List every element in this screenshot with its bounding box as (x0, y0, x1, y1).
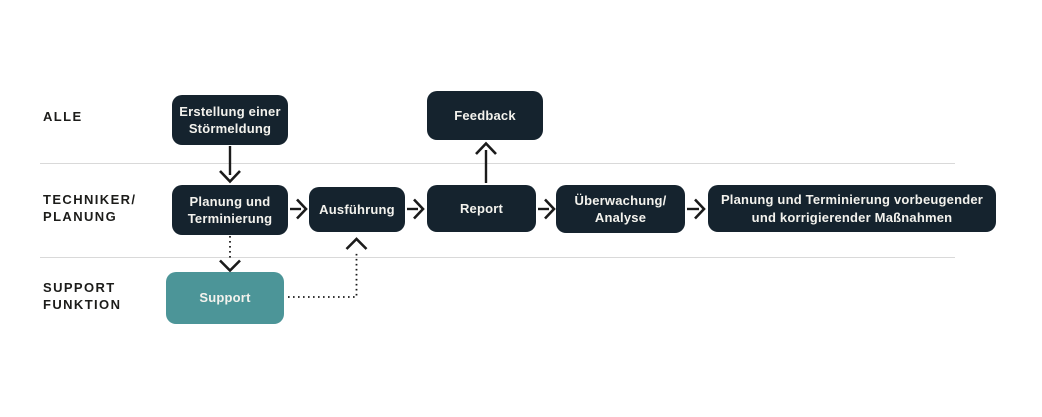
node-feedback: Feedback (427, 91, 543, 140)
node-report: Report (427, 185, 536, 232)
node-ausfuehrung: Ausführung (309, 187, 405, 232)
node-label: Planung und Terminierung (187, 193, 273, 226)
lane-label-line: ALLE (43, 109, 83, 124)
lane-label-line: TECHNIKER/ (43, 192, 137, 207)
lane-label-line: PLANUNG (43, 208, 118, 224)
lane-label-line: FUNKTION (43, 296, 122, 312)
node-erstellung-stoermeldung: Erstellung einer Störmeldung (172, 95, 288, 145)
node-label: Report (459, 200, 504, 216)
lane-divider-top (40, 163, 955, 164)
lane-label-line: SUPPORT (43, 280, 116, 295)
node-label: Ausführung (319, 201, 395, 217)
node-label: Erstellung einer Störmeldung (179, 103, 281, 136)
node-label: Überwachung/ Analyse (574, 192, 667, 225)
arrow-ueberwachung-to-massnahmen (687, 198, 706, 220)
node-label: Planung und Terminierung vorbeugender un… (720, 192, 984, 225)
arrow-ausfuehrung-to-report (407, 198, 425, 220)
lane-label-techniker-planung: TECHNIKER/ PLANUNG (43, 192, 136, 225)
node-label: Feedback (454, 107, 516, 123)
node-planung-terminierung: Planung und Terminierung (172, 185, 288, 235)
arrow-support-to-ausfuehrung-dotted (288, 237, 368, 298)
arrow-report-to-ueberwachung (538, 198, 556, 220)
lane-label-alle: ALLE (43, 109, 83, 126)
node-label: Support (199, 290, 251, 306)
node-massnahmen: Planung und Terminierung vorbeugender un… (708, 185, 996, 232)
node-ueberwachung-analyse: Überwachung/ Analyse (556, 185, 685, 233)
lane-divider-bottom (40, 257, 955, 258)
arrow-planung-to-ausfuehrung (290, 198, 308, 220)
arrow-planung-to-support-dotted (219, 236, 241, 273)
lane-label-support-funktion: SUPPORT FUNKTION (43, 280, 121, 313)
node-support: Support (166, 272, 284, 324)
